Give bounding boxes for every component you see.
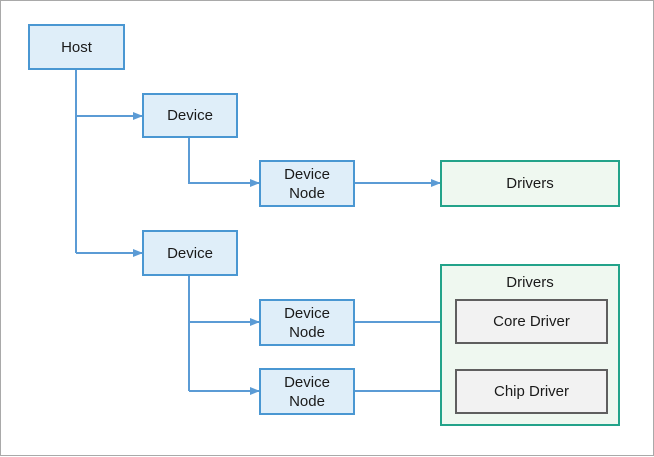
drivers-box-1: Drivers (440, 160, 620, 207)
drivers-label-2: Drivers (506, 274, 554, 291)
device-label-1: Device (167, 107, 213, 124)
core-driver-box: Core Driver (455, 299, 608, 344)
chip-driver-label: Chip Driver (493, 383, 569, 400)
host-node: Host (28, 24, 125, 70)
device-node-label-2: Device Node (284, 304, 330, 341)
device-node-item-3: Device Node (259, 368, 355, 415)
edge-device-1-to-device-node-1 (188, 138, 260, 187)
core-driver-label: Core Driver (493, 313, 570, 330)
device-label-2: Device (167, 244, 213, 262)
host-label: Host (61, 38, 92, 56)
device-node-box-1: Device (142, 93, 238, 138)
drivers-label-1: Drivers (506, 175, 554, 192)
device-node-label-3: Device Node (284, 373, 330, 410)
device-node-item-1: Device Node (259, 160, 355, 207)
chip-driver-box: Chip Driver (455, 369, 608, 414)
device-node-label-1: Device Node (284, 165, 330, 202)
device-node-item-2: Device Node (259, 299, 355, 346)
device-node-box-2: Device (142, 230, 238, 276)
